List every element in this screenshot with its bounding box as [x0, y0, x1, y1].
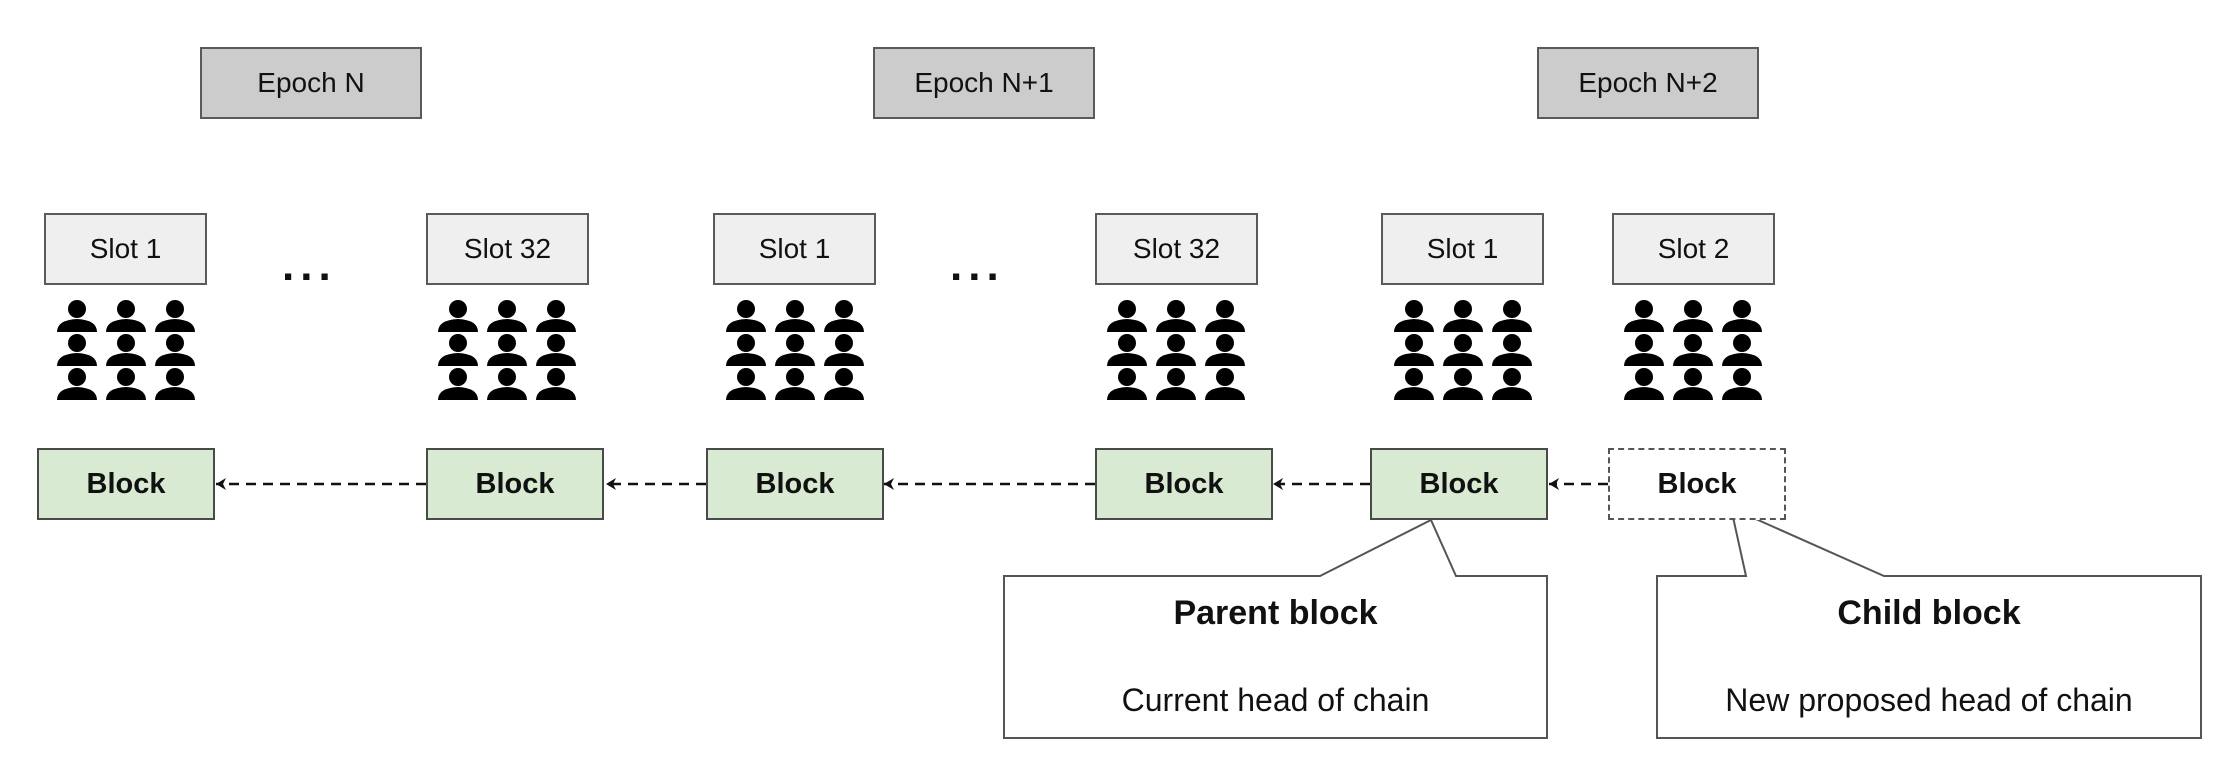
- child-callout-balloon: [1656, 506, 2202, 739]
- person-icon: [1722, 334, 1762, 366]
- epoch-header-n: Epoch N: [200, 47, 422, 119]
- person-icon: [824, 368, 864, 400]
- person-icon: [1443, 300, 1483, 332]
- person-icon: [775, 368, 815, 400]
- person-icon: [155, 368, 195, 400]
- person-icon: [1492, 300, 1532, 332]
- block: Block: [706, 448, 884, 520]
- slot-label: Slot 1: [713, 213, 876, 285]
- person-icon: [1205, 300, 1245, 332]
- person-icon: [1156, 300, 1196, 332]
- person-icon: [1443, 334, 1483, 366]
- validator-group-icon: [726, 300, 864, 400]
- child-callout-title: Child block: [1837, 594, 2021, 632]
- person-icon: [1107, 334, 1147, 366]
- person-icon: [1722, 368, 1762, 400]
- slot-label: Slot 1: [1381, 213, 1544, 285]
- person-icon: [438, 334, 478, 366]
- person-icon: [155, 300, 195, 332]
- person-icon: [726, 300, 766, 332]
- person-icon: [536, 368, 576, 400]
- person-icon: [57, 334, 97, 366]
- person-icon: [1673, 368, 1713, 400]
- person-icon: [155, 334, 195, 366]
- person-icon: [726, 368, 766, 400]
- person-icon: [438, 300, 478, 332]
- person-icon: [1156, 368, 1196, 400]
- block: Block: [37, 448, 215, 520]
- parent-callout-subtitle: Current head of chain: [1121, 682, 1430, 718]
- parent-callout-balloon: [1003, 518, 1548, 739]
- block: Block: [426, 448, 604, 520]
- parent-block: Block: [1370, 448, 1548, 520]
- person-icon: [536, 300, 576, 332]
- person-icon: [726, 334, 766, 366]
- epoch-header-n-plus-1: Epoch N+1: [873, 47, 1095, 119]
- slot-label: Slot 2: [1612, 213, 1775, 285]
- ellipsis: ...: [950, 241, 1005, 290]
- person-icon: [487, 334, 527, 366]
- person-icon: [106, 300, 146, 332]
- person-icon: [824, 334, 864, 366]
- person-icon: [57, 300, 97, 332]
- person-icon: [1394, 300, 1434, 332]
- person-icon: [106, 334, 146, 366]
- proposed-child-block: Block: [1608, 448, 1786, 520]
- person-icon: [824, 300, 864, 332]
- person-icon: [1624, 300, 1664, 332]
- person-icon: [1156, 334, 1196, 366]
- person-icon: [1624, 334, 1664, 366]
- validator-group-icon: [57, 300, 195, 400]
- validator-group-icon: [1394, 300, 1532, 400]
- person-icon: [1107, 368, 1147, 400]
- person-icon: [487, 368, 527, 400]
- person-icon: [1673, 300, 1713, 332]
- person-icon: [487, 300, 527, 332]
- person-icon: [1205, 334, 1245, 366]
- person-icon: [775, 334, 815, 366]
- person-icon: [1443, 368, 1483, 400]
- person-icon: [1492, 368, 1532, 400]
- epoch-header-n-plus-2: Epoch N+2: [1537, 47, 1759, 119]
- person-icon: [775, 300, 815, 332]
- person-icon: [1492, 334, 1532, 366]
- validator-group-icon: [438, 300, 576, 400]
- person-icon: [1205, 368, 1245, 400]
- person-icon: [57, 368, 97, 400]
- person-icon: [1673, 334, 1713, 366]
- person-icon: [1624, 368, 1664, 400]
- validator-group-icon: [1107, 300, 1245, 400]
- child-callout-subtitle: New proposed head of chain: [1725, 682, 2133, 718]
- ellipsis: ...: [282, 241, 337, 290]
- block: Block: [1095, 448, 1273, 520]
- person-icon: [536, 334, 576, 366]
- parent-callout-title: Parent block: [1173, 594, 1378, 632]
- validator-group-icon: [1624, 300, 1762, 400]
- slot-label: Slot 32: [426, 213, 589, 285]
- person-icon: [106, 368, 146, 400]
- slot-label: Slot 1: [44, 213, 207, 285]
- slot-label: Slot 32: [1095, 213, 1258, 285]
- person-icon: [1107, 300, 1147, 332]
- person-icon: [1394, 334, 1434, 366]
- person-icon: [1394, 368, 1434, 400]
- person-icon: [1722, 300, 1762, 332]
- person-icon: [438, 368, 478, 400]
